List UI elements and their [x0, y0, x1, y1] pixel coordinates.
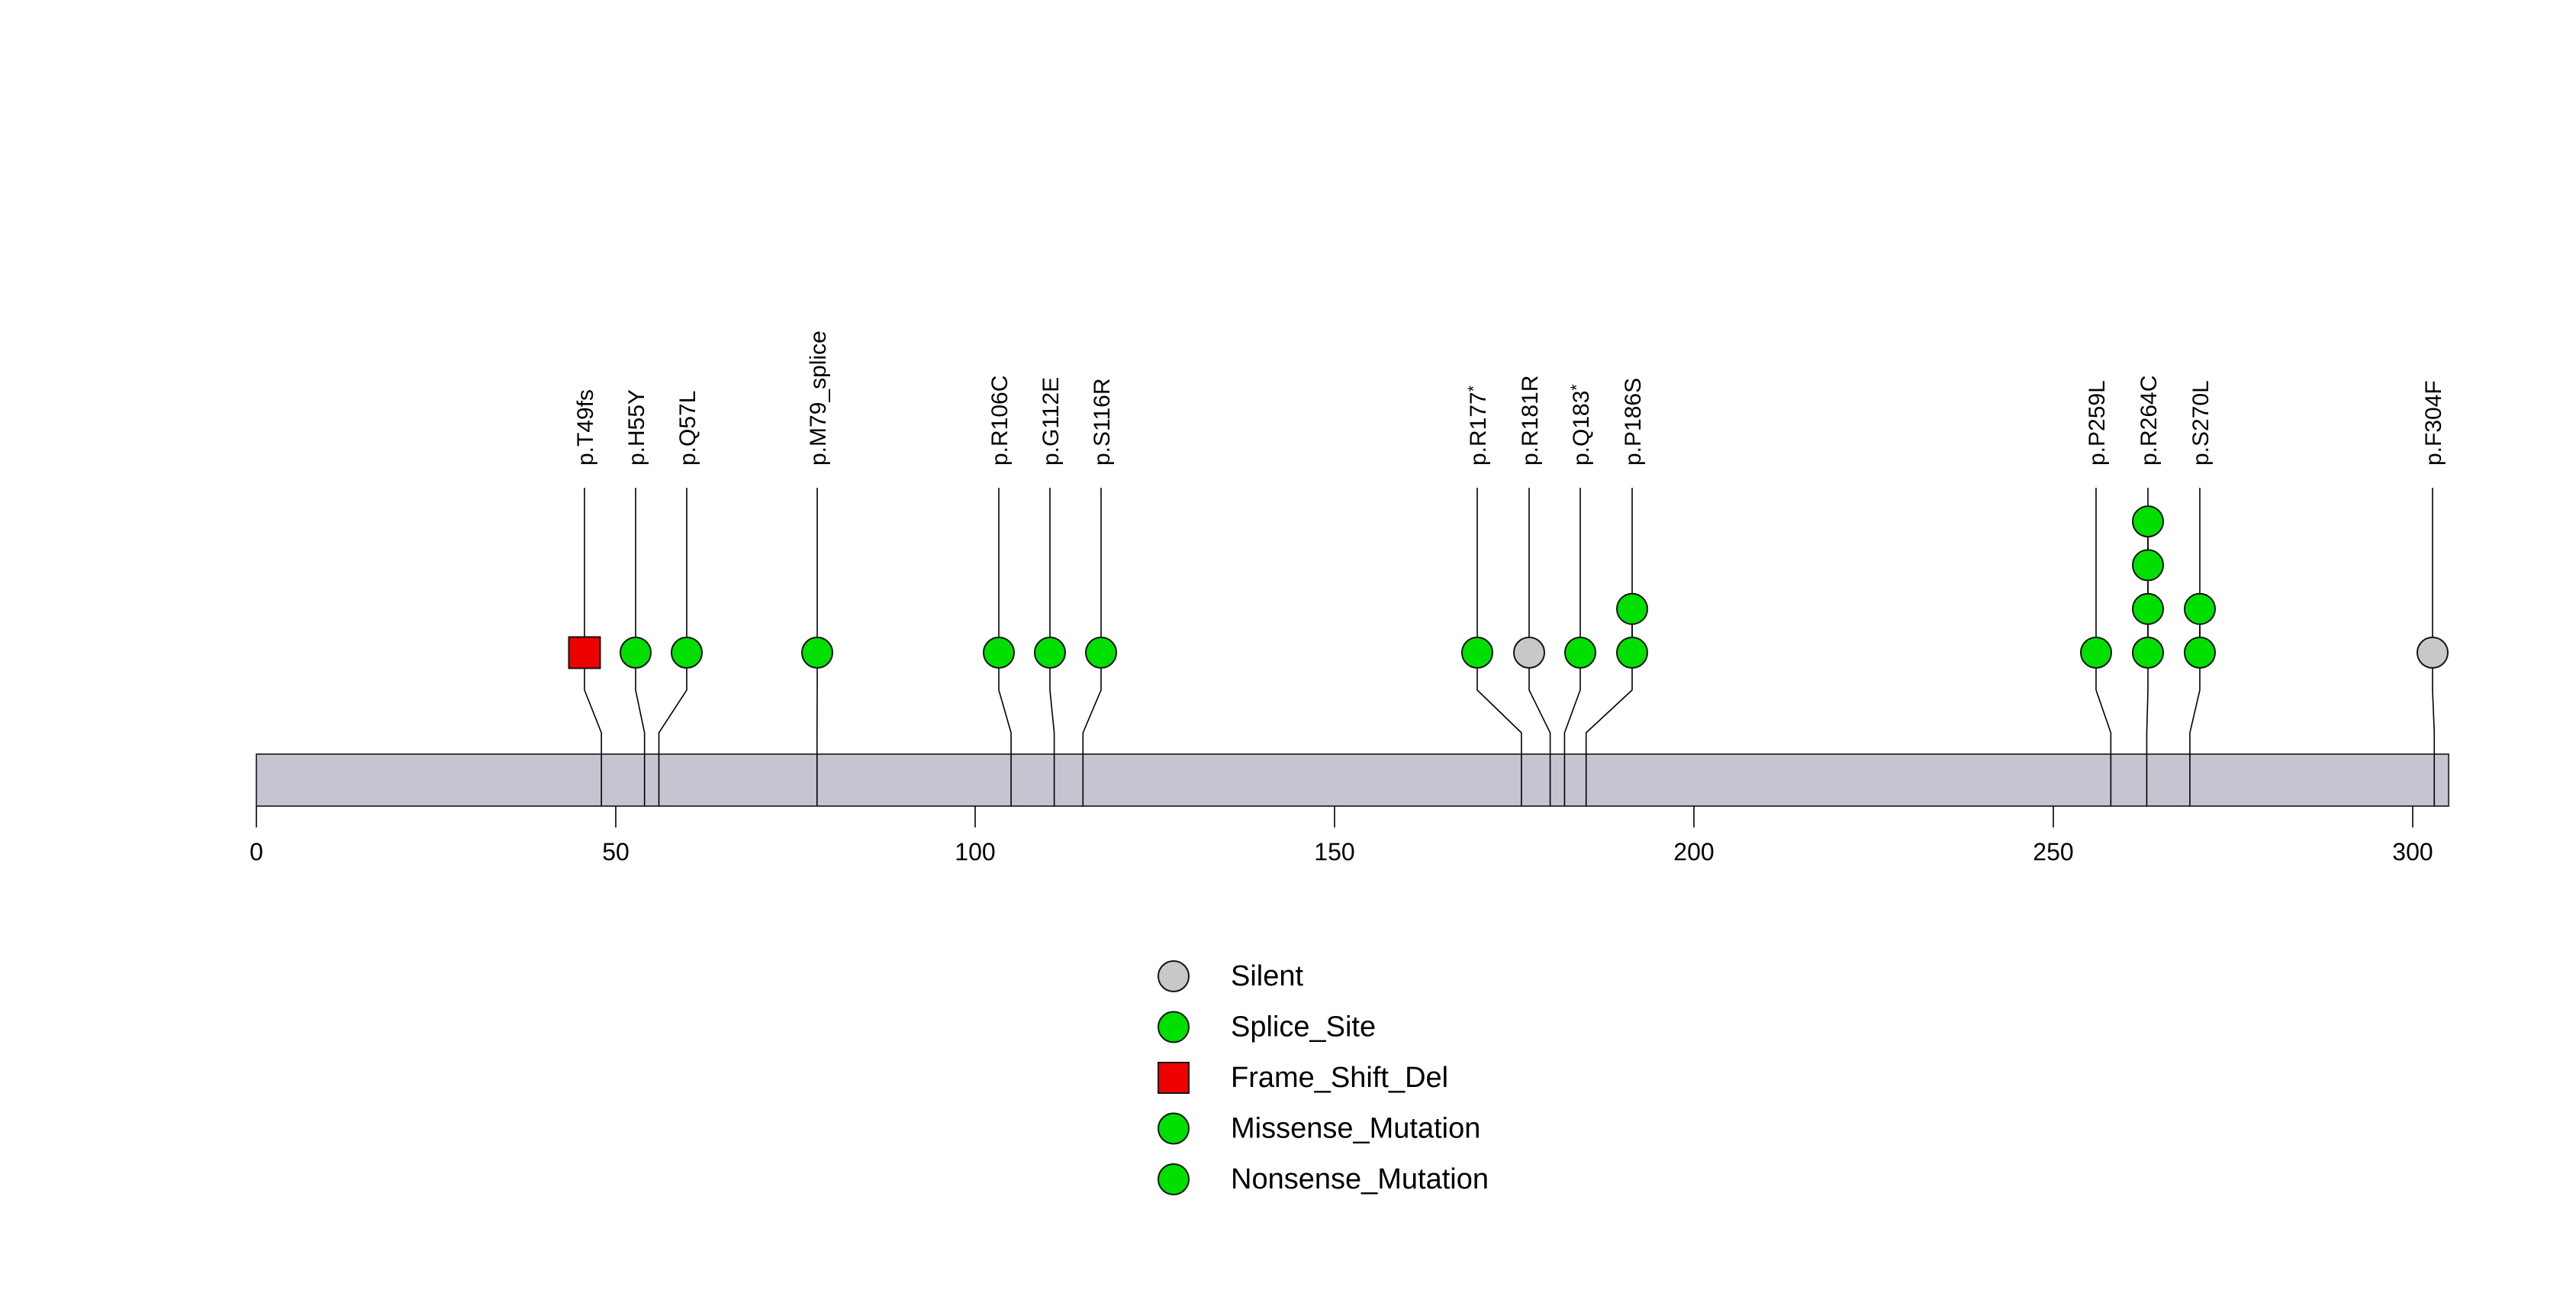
legend-label: Silent	[1231, 960, 1303, 992]
mutation-label: p.T49fs	[573, 389, 598, 466]
mutation-marker-circle	[1616, 592, 1648, 625]
x-axis-group: 0 50 100 150 200 250 300	[250, 806, 2433, 866]
legend-label: Missense_Mutation	[1231, 1113, 1480, 1145]
mutation-marker-circle	[801, 637, 833, 669]
mutation-connector	[1528, 668, 1551, 806]
mutation-marker-circle	[2417, 637, 2449, 669]
legend-item: Splice_Site	[1158, 1011, 1376, 1043]
legend-marker-circle	[1158, 960, 1190, 992]
legend-marker-circle	[1158, 1011, 1190, 1043]
mutation-marker-square	[568, 636, 601, 669]
mutation-marker-circle	[2132, 637, 2164, 669]
legend-item: Missense_Mutation	[1158, 1112, 1480, 1145]
mutation-marker-circle	[2184, 637, 2216, 669]
mutation-connector	[1049, 668, 1055, 806]
legend-label: Nonsense_Mutation	[1231, 1163, 1489, 1195]
axis-tick-label: 150	[1314, 838, 1354, 866]
legend-label: Frame_Shift_Del	[1231, 1062, 1448, 1094]
mutation-connector	[1082, 668, 1102, 806]
legend-label: Splice_Site	[1231, 1011, 1376, 1043]
mutation-marker-circle	[2132, 549, 2164, 582]
mutation-marker-circle	[1461, 637, 1493, 669]
mutation-label: p.R264C	[2136, 376, 2162, 466]
mutation-connector	[1476, 668, 1522, 806]
mutation-label: p.F304F	[2421, 380, 2446, 466]
legend-item: Silent	[1158, 960, 1303, 992]
legend-item: Nonsense_Mutation	[1158, 1163, 1489, 1195]
legend-marker-circle	[1158, 1112, 1190, 1145]
axis-tick-label: 100	[955, 838, 995, 866]
legend-group: SilentSplice_SiteFrame_Shift_DelMissense…	[1158, 960, 1489, 1195]
mutation-label: p.R181R	[1518, 376, 1543, 466]
axis-tick-label: 200	[1673, 838, 1714, 866]
mutation-label: p.Q57L	[675, 391, 700, 466]
mutation-label: p.P259L	[2085, 380, 2110, 466]
mutation-connector	[2095, 668, 2112, 806]
axis-tick-label: 0	[250, 838, 263, 866]
mutation-marker-circle	[1085, 637, 1117, 669]
axis-tick-label: 250	[2033, 838, 2073, 866]
axis-tick-label: 300	[2392, 838, 2433, 866]
mutation-marker-circle	[1513, 637, 1545, 669]
mutation-labels-group: p.T49fs p.H55Y p.Q57L p.M79_splice p.R106C p.…	[573, 331, 2446, 466]
mutation-connector	[658, 668, 687, 806]
mutation-label: p.P186S	[1621, 378, 1646, 466]
mutation-label: p.R106C	[987, 376, 1013, 466]
mutation-label: p.H55Y	[624, 389, 649, 466]
mutation-marker-circle	[2080, 637, 2112, 669]
mutation-marker-circle	[1564, 637, 1596, 669]
mutation-marker-circle	[2184, 592, 2216, 625]
legend-marker-square	[1158, 1062, 1190, 1094]
mutation-connector	[998, 668, 1012, 806]
mutation-label: p.S270L	[2188, 380, 2214, 466]
mutation-label: p.R177*	[1465, 385, 1491, 466]
mutation-connector	[2432, 668, 2436, 806]
mutation-marker-circle	[2132, 592, 2164, 625]
mutation-marker-circle	[2132, 505, 2164, 538]
protein-bar-group	[256, 753, 2450, 807]
mutation-connector	[1563, 668, 1581, 806]
axis-tick-label: 50	[602, 838, 630, 866]
mutation-marker-circle	[620, 637, 652, 669]
mutation-marker-circle	[671, 637, 703, 669]
mutation-connector	[635, 668, 646, 806]
mutation-markers-group	[568, 505, 2449, 669]
mutation-label: p.S116R	[1090, 378, 1115, 466]
mutation-connector	[2189, 668, 2201, 806]
legend-item: Frame_Shift_Del	[1158, 1062, 1448, 1094]
mutation-label: p.G112E	[1038, 377, 1064, 466]
mutation-label: p.Q183*	[1568, 384, 1594, 466]
mutation-connector	[2146, 668, 2149, 806]
mutation-marker-circle	[983, 637, 1015, 669]
legend-marker-circle	[1158, 1163, 1190, 1195]
protein-bar	[256, 753, 2450, 807]
mutation-connector	[1585, 668, 1633, 806]
mutation-marker-circle	[1034, 637, 1066, 669]
mutation-connector	[584, 668, 602, 806]
mutation-marker-circle	[1616, 637, 1648, 669]
mutation-label: p.M79_splice	[806, 331, 831, 466]
